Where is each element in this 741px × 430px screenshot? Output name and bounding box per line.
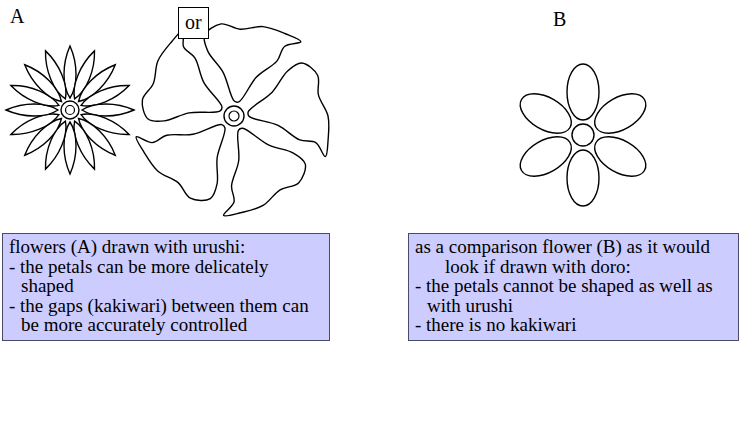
bullet-text: - the petals cannot be shaped as well as… (415, 276, 732, 315)
flower-petal (567, 64, 599, 120)
bullet-text: - there is no kakiwari (415, 315, 732, 335)
box-heading: as a comparison flower (B) as it would l… (415, 237, 732, 276)
pointed-petal-flower (6, 46, 134, 174)
flower-petal (514, 129, 578, 185)
bullet-text: - the petals can be more delicately shap… (9, 257, 323, 296)
flower-petal (514, 86, 578, 142)
figure-letter: A (10, 5, 24, 27)
flower-centre (572, 124, 594, 146)
flower-centre (224, 106, 244, 126)
five-petal-flower (130, 17, 333, 223)
flower-centre (66, 106, 75, 115)
or-box: or (178, 7, 209, 39)
box-heading: flowers (A) drawn with urushi: (9, 237, 323, 257)
flower-petal (567, 150, 599, 206)
box-heading: or (185, 11, 202, 33)
note-box: flowers (A) drawn with urushi:- the peta… (2, 233, 330, 341)
flower-petal (588, 86, 652, 142)
note-box: as a comparison flower (B) as it would l… (408, 233, 739, 341)
flower-centre (61, 101, 79, 119)
flower-petal (131, 25, 246, 147)
oval-petal-flower (514, 64, 653, 206)
flower-petal (40, 49, 71, 102)
bullet-text: - the gaps (kakiwari) between them can b… (9, 296, 323, 335)
flower-centre (229, 111, 239, 121)
figure-letter: B (553, 8, 566, 30)
